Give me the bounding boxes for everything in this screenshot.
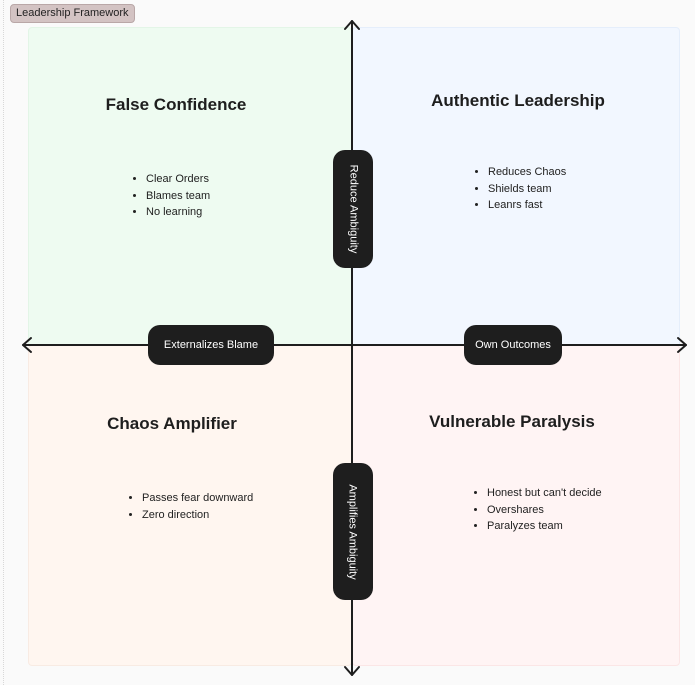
list-item: Shields team (488, 181, 566, 198)
bullet-list: Clear Orders Blames team No learning (128, 171, 210, 221)
list-item: Zero direction (142, 507, 253, 524)
bullet-list: Passes fear downward Zero direction (124, 490, 253, 523)
list-item: Leanrs fast (488, 197, 566, 214)
list-item: Honest but can't decide (487, 485, 602, 502)
quadrant-top-left (28, 27, 352, 347)
quadrant-title: Chaos Amplifier (107, 414, 237, 433)
list-item: Clear Orders (146, 171, 210, 188)
bullet-list: Reduces Chaos Shields team Leanrs fast (470, 164, 566, 214)
frame-label[interactable]: Leadership Framework (10, 4, 135, 23)
axis-label-left: Externalizes Blame (148, 325, 274, 365)
list-item: No learning (146, 204, 210, 221)
list-item: Reduces Chaos (488, 164, 566, 181)
arrow-up-icon (344, 20, 360, 30)
list-item: Blames team (146, 188, 210, 205)
bullet-list: Honest but can't decide Overshares Paral… (469, 485, 602, 535)
axis-label-text: Reduce Ambiguity (347, 164, 360, 254)
quadrant-bottom-right (352, 345, 680, 666)
axis-label-top: Reduce Ambiguity (333, 150, 373, 268)
axis-label-right: Own Outcomes (464, 325, 562, 365)
list-item: Paralyzes team (487, 518, 602, 535)
quadrant-title: False Confidence (105, 95, 247, 114)
axis-label-text: Amplifies Ambiguity (347, 483, 359, 580)
arrow-left-icon (22, 337, 32, 353)
axis-label-bottom: Amplifies Ambiguity (333, 463, 373, 600)
list-item: Overshares (487, 502, 602, 519)
quadrant-top-right (352, 27, 680, 347)
quadrant-title: Vulnerable Paralysis (429, 412, 595, 431)
list-item: Passes fear downward (142, 490, 253, 507)
arrow-down-icon (344, 666, 360, 676)
arrow-right-icon (677, 337, 687, 353)
quadrant-title: Authentic Leadership (431, 91, 605, 110)
canvas-edge (3, 0, 4, 685)
quadrant-bottom-left (28, 345, 352, 666)
